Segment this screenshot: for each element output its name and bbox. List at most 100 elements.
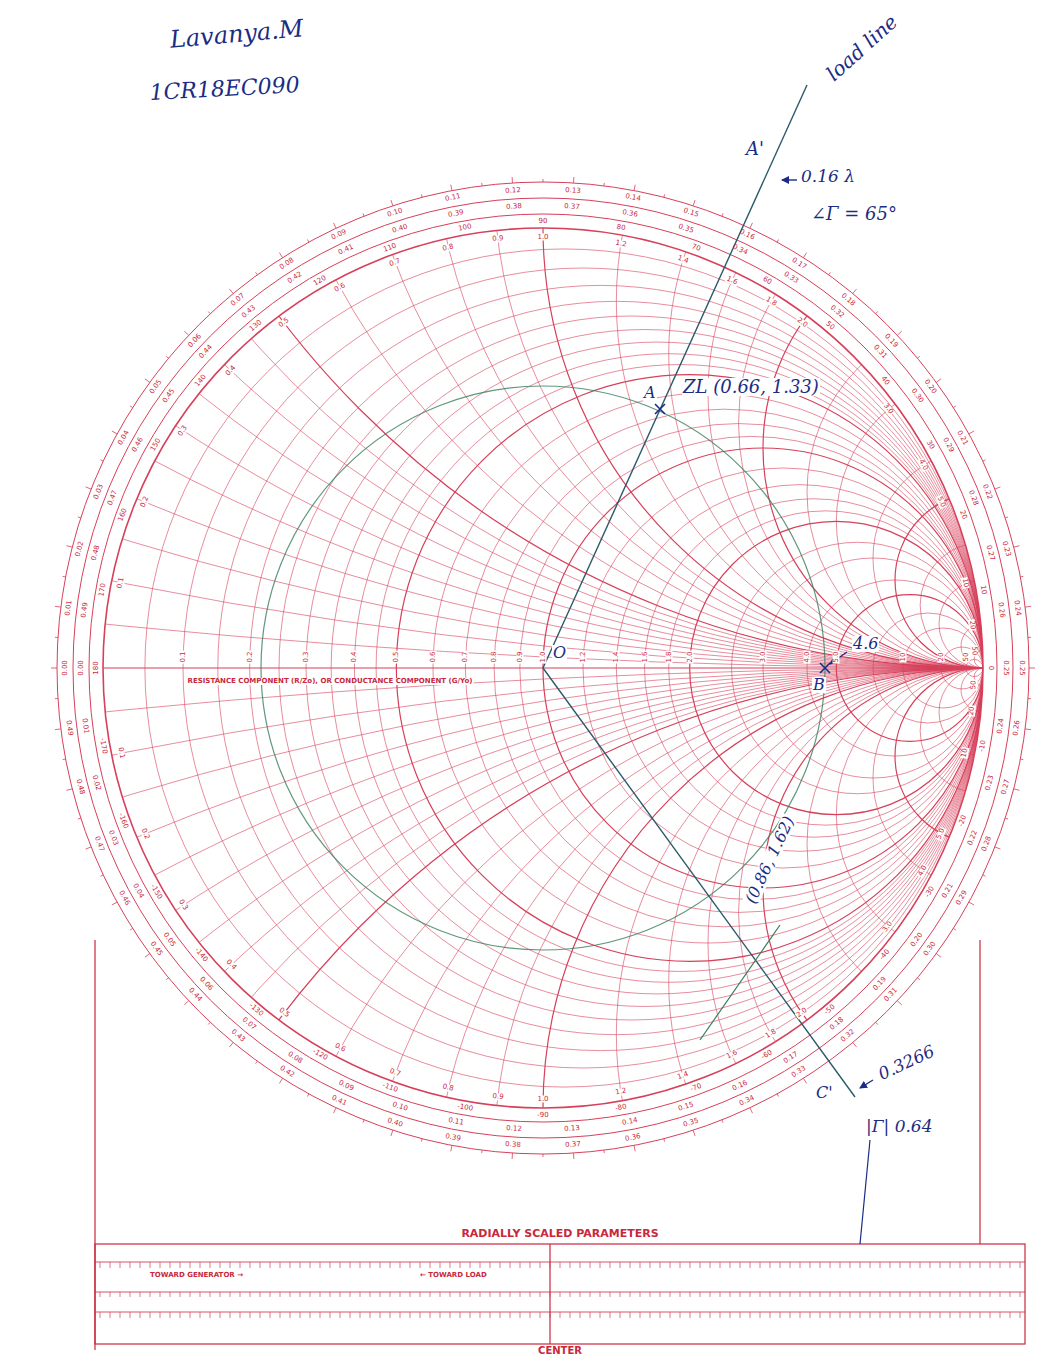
resistance-label: 20 [938, 652, 945, 663]
tick-mark [710, 1262, 711, 1268]
tick-mark [660, 1262, 661, 1268]
tick-mark [390, 1312, 391, 1318]
tick-mark [790, 1312, 791, 1318]
scale-bar [95, 940, 1025, 1350]
tick-mark [229, 289, 233, 294]
tick-mark [130, 1292, 131, 1297]
tick-mark [990, 1292, 991, 1297]
tick-mark [370, 1312, 371, 1318]
reactance-label: 0.7 [388, 257, 403, 268]
tick-mark [610, 1292, 611, 1297]
tick-mark [230, 1312, 231, 1318]
tick-mark [853, 1042, 857, 1047]
tick-mark [550, 1292, 551, 1297]
reactance-label: 0.3 [177, 898, 190, 913]
tick-mark [1000, 1262, 1001, 1268]
tick-mark [610, 1312, 611, 1318]
tick-mark [320, 1292, 321, 1297]
reactance-label: 20 [968, 705, 976, 717]
wavelength-label: 0.20 [922, 379, 937, 396]
tick-mark [1025, 606, 1031, 608]
reactance-arc [807, 316, 1038, 668]
reactance-arc [103, 668, 1038, 1360]
tick-mark [370, 1292, 371, 1297]
tick-mark [140, 1262, 141, 1268]
angle-label: 160 [117, 508, 128, 523]
wavelength-label: 0.23 [985, 774, 996, 791]
tick-mark [320, 1312, 321, 1318]
resistance-label: 0.7 [462, 650, 469, 663]
tick-mark [880, 1312, 881, 1318]
wavelength-label: 0.07 [240, 1016, 256, 1031]
reactance-arc [763, 668, 1038, 1108]
handwritten-note: B [812, 677, 826, 693]
scale-ring [73, 198, 1013, 1138]
tick-mark [1010, 1312, 1011, 1318]
tick-mark [240, 1262, 241, 1268]
tick-mark [803, 253, 806, 258]
tick-mark [920, 1312, 921, 1318]
tick-mark [1020, 1292, 1021, 1297]
tick-mark [950, 1292, 951, 1297]
tick-mark [480, 1312, 481, 1318]
tick-mark [208, 1022, 210, 1024]
tick-mark [450, 1292, 451, 1297]
tick-mark [634, 185, 635, 191]
reactance-arc [708, 668, 1038, 1218]
tick-mark [481, 1150, 482, 1153]
resistance-label: 0.2 [246, 650, 253, 663]
angle-label: -130 [247, 1003, 264, 1019]
tick-mark [983, 460, 986, 461]
tick-mark [290, 1292, 291, 1297]
tick-mark [860, 1312, 861, 1318]
tick-mark [700, 1312, 701, 1318]
reactance-arc [739, 668, 1038, 1157]
wavelength-label: 0.43 [240, 304, 256, 319]
tick-mark [410, 1292, 411, 1297]
tick-mark [1029, 668, 1035, 669]
tick-mark [830, 1312, 831, 1318]
wavelength-label: 0.08 [287, 1051, 304, 1065]
wavelength-label: 0.17 [791, 257, 808, 271]
wavelength-label: 0.25 [1018, 660, 1025, 676]
tick-mark [290, 1262, 291, 1268]
reactance-arc [0, 668, 1038, 1360]
annotations [261, 85, 873, 1244]
tick-mark [360, 1312, 361, 1318]
reactance-label: 1.8 [763, 296, 778, 309]
reactance-arc [873, 448, 1038, 668]
tick-mark [63, 576, 66, 578]
angle-label: 40 [880, 375, 891, 386]
tick-mark [110, 1292, 111, 1297]
angle-label: 170 [98, 583, 107, 597]
reactance-label: 0.6 [333, 1042, 348, 1054]
wavelength-label: 0.01 [64, 600, 73, 616]
wavelength-label: 0.47 [92, 835, 104, 852]
tick-mark [421, 1139, 423, 1142]
angle-label: -90 [537, 1112, 548, 1119]
tick-mark [710, 1292, 711, 1297]
reactance-label: 20 [968, 619, 976, 631]
tick-mark [603, 183, 604, 186]
tick-mark [350, 1262, 351, 1268]
tick-mark [250, 1262, 251, 1268]
leader-line [860, 1140, 870, 1244]
reactance-arc [873, 668, 1038, 888]
tick-mark [650, 1262, 651, 1268]
tick-mark [481, 183, 482, 186]
reactance-arc [0, 668, 1038, 1360]
wavelength-label: 0.41 [338, 243, 355, 256]
tick-mark [880, 1262, 881, 1268]
tick-mark [670, 1312, 671, 1318]
angle-label: 10 [979, 585, 987, 595]
angle-label: -110 [381, 1082, 398, 1094]
tick-mark [66, 789, 72, 790]
resistance-label: 1.4 [613, 650, 620, 663]
tick-mark [256, 272, 258, 274]
wavelength-label: 0.35 [677, 223, 694, 234]
tick-mark [810, 1292, 811, 1297]
tick-mark [960, 1312, 961, 1318]
wavelength-label: 0.29 [955, 890, 969, 907]
tick-mark [110, 1262, 111, 1268]
